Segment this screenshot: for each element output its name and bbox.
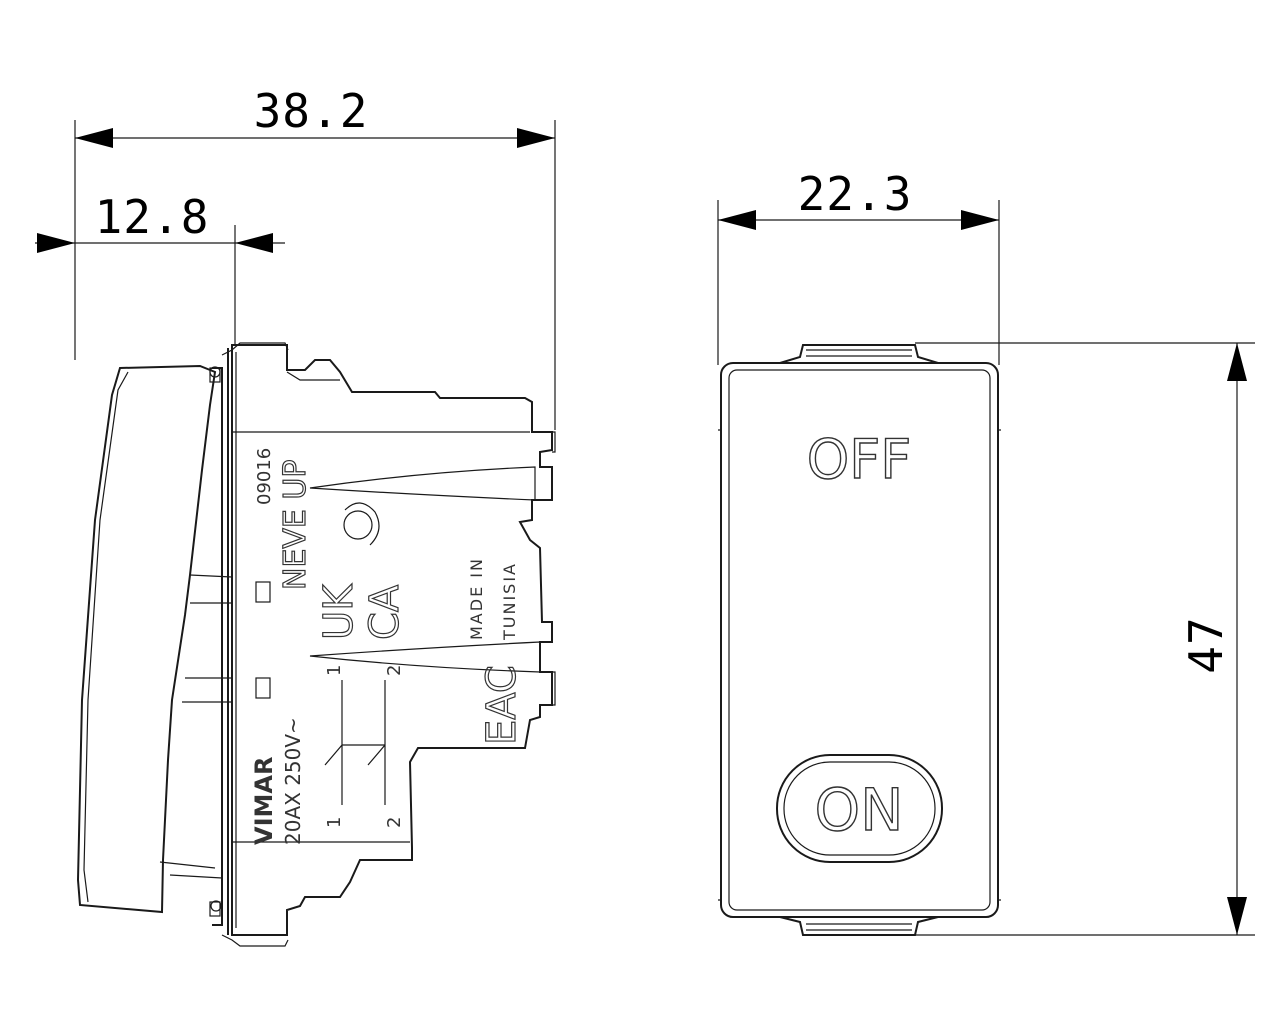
dimension-width: 22.3	[717, 167, 1000, 365]
rocker-key-side	[76, 364, 223, 914]
top-clip-front	[779, 344, 939, 364]
on-indicator	[776, 754, 943, 863]
dimension-height-label: 47	[1179, 616, 1233, 673]
made-in-marking: MADE IN	[467, 557, 486, 640]
bottom-clip-front	[779, 916, 939, 936]
off-label: OFF	[807, 428, 912, 491]
dimension-width-label: 22.3	[798, 167, 913, 221]
switch-plate-front	[720, 362, 999, 918]
neve-logo-icon	[343, 510, 373, 540]
code-marking: 09016	[254, 448, 275, 505]
switch-body-side	[182, 344, 556, 936]
front-view: OFF ON	[718, 344, 1001, 936]
side-markings: 09016 NEVE UP UK CA MADE IN TUNISIA EAC …	[250, 448, 526, 845]
dimension-height: 47	[915, 342, 1255, 936]
dimension-front-depth-label: 12.8	[95, 190, 210, 244]
on-label: ON	[814, 776, 903, 844]
dimension-overall-depth: 38.2	[74, 84, 556, 430]
wiring-symbol	[324, 680, 386, 805]
dimension-overall-depth-label: 38.2	[254, 84, 369, 138]
frame-plate-side	[209, 342, 289, 947]
ukca-bottom-marking: CA	[362, 584, 408, 640]
terminal-2-top: 2	[384, 665, 405, 676]
terminal-1-top: 1	[324, 665, 345, 676]
rating-marking: 20AX 250V~	[281, 717, 305, 845]
terminal-2-bottom: 2	[384, 817, 405, 828]
dimension-front-depth: 12.8	[35, 190, 285, 345]
country-marking: TUNISIA	[500, 562, 519, 641]
eac-marking: EAC	[479, 665, 525, 745]
vimar-marking: VIMAR	[250, 757, 278, 845]
ukca-top-marking: UK	[316, 583, 362, 640]
terminal-1-bottom: 1	[324, 817, 345, 828]
neve-up-marking: NEVE UP	[278, 460, 313, 590]
side-view: 09016 NEVE UP UK CA MADE IN TUNISIA EAC …	[76, 342, 556, 947]
